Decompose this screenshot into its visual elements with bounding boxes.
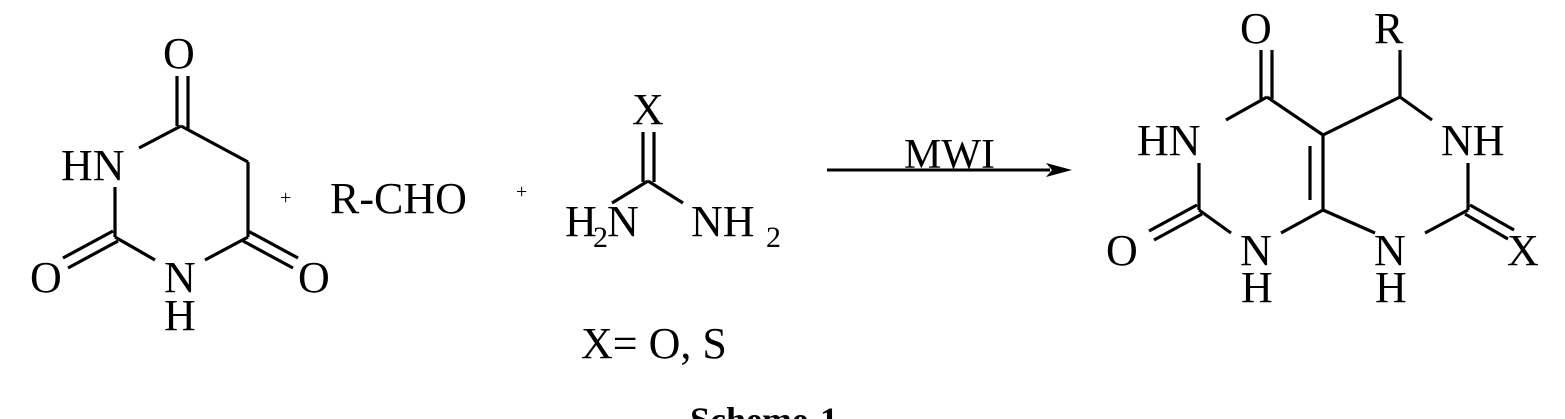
product-bonds <box>1148 50 1515 242</box>
h2n-n: N <box>607 197 639 246</box>
plus-sign-1: + <box>280 187 291 209</box>
h2n-h: H <box>565 197 597 246</box>
reactant-urea: X H 2 N NH 2 <box>565 85 781 254</box>
arrow-head <box>1046 163 1072 177</box>
nh2-nh: NH <box>691 197 755 246</box>
atom-o-left: O <box>30 253 62 302</box>
group-h2n: H 2 N <box>565 197 639 254</box>
product-pyrimidopyrimidine: O R HN NH O N H N H X <box>1106 4 1539 312</box>
reactant-barbituric-acid: O HN O N H O <box>30 29 330 340</box>
product-atom-n-mid-left: N <box>1240 226 1272 275</box>
atom-o-right: O <box>298 253 330 302</box>
arrow-condition: MWI <box>904 132 995 178</box>
group-nh2: NH 2 <box>691 197 781 254</box>
atom-n-bottom: N <box>164 253 196 302</box>
reaction-arrow: MWI <box>827 132 1072 178</box>
atom-o-top: O <box>163 29 195 78</box>
atom-h-bottom: H <box>164 291 196 340</box>
product-atom-hn: HN <box>1137 116 1201 165</box>
atom-hn: HN <box>61 141 125 190</box>
product-atom-r: R <box>1374 4 1404 53</box>
substituent-note: X= O, S <box>581 319 727 368</box>
atom-x-top: X <box>632 85 664 134</box>
plus-sign-2: + <box>516 181 527 203</box>
product-atom-x: X <box>1507 226 1539 275</box>
h2n-subscript: 2 <box>593 221 608 254</box>
product-atom-o-left: O <box>1106 226 1138 275</box>
reactant-aldehyde: R-CHO <box>330 174 467 223</box>
barbituric-acid-bonds <box>62 76 299 270</box>
product-atom-h-mid-left: H <box>1241 263 1273 312</box>
product-atom-o-top: O <box>1240 4 1272 53</box>
scheme-caption: Scheme-1 <box>690 400 838 419</box>
nh2-subscript: 2 <box>766 221 781 254</box>
product-atom-nh: NH <box>1441 116 1505 165</box>
product-atom-h-mid-right: H <box>1375 263 1407 312</box>
product-atom-n-mid-right: N <box>1374 226 1406 275</box>
urea-bonds <box>611 132 684 205</box>
